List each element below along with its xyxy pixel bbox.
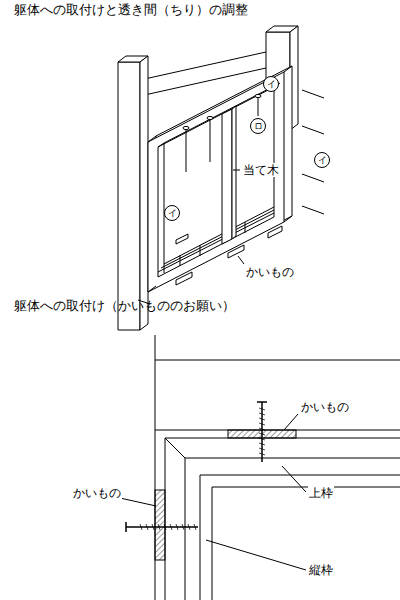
part-name: かいもの: [245, 265, 295, 279]
figure-title: 躯体への取付けと透き間（ちり）の調整: [14, 2, 248, 18]
thread-marks: [140, 408, 265, 530]
part-name: かいもの: [72, 486, 122, 500]
figure-title: 躯体への取付け（かいもののお願い）: [14, 298, 235, 314]
part-name: かいもの: [300, 400, 350, 414]
callout-symbol: イ: [164, 205, 180, 221]
part-name: 縦枠: [308, 563, 334, 577]
part-name: 上枠: [308, 486, 334, 500]
callout-symbol: イ: [263, 76, 279, 92]
callout-symbol: ロ: [250, 118, 266, 134]
callout-symbol: イ: [314, 152, 330, 168]
part-name: 当て木: [242, 163, 280, 177]
frame-isometric: [118, 26, 324, 330]
section-detail: [120, 335, 400, 600]
